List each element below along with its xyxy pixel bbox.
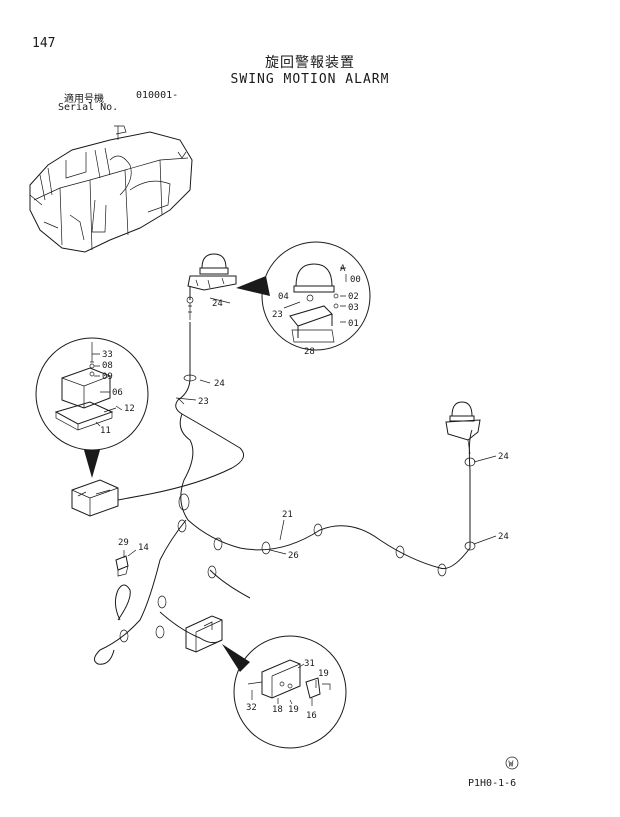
machine-overview-drawing	[29, 125, 193, 253]
alarm-lamp-left	[186, 253, 237, 320]
serial-label-japanese: 適用号機	[64, 94, 104, 105]
callout-09: 09	[102, 372, 113, 382]
callout-24-harness: 24	[214, 379, 225, 389]
callout-19-lower: 19	[288, 705, 299, 715]
callout-labels: 00 A 02 03 01 04 23 28 24 24 23 33 08 09…	[100, 264, 509, 721]
callout-24-lamp-right: 24	[498, 452, 509, 462]
callout-04: 04	[278, 292, 289, 302]
serial-value: 010001-	[136, 90, 179, 101]
callout-32: 32	[246, 703, 257, 713]
switch-bracket	[185, 615, 223, 653]
page-title: SWING MOTION ALARM	[230, 72, 390, 87]
callout-11: 11	[100, 426, 111, 436]
document-code: P1H0-1-6	[468, 778, 517, 789]
page-number: 147	[32, 36, 56, 51]
alarm-lamp-right	[445, 401, 481, 455]
switch-detail-bubble	[222, 635, 347, 749]
callout-33: 33	[102, 350, 113, 360]
callout-23-detail: 23	[272, 310, 283, 320]
buzzer	[115, 555, 129, 577]
callout-12: 12	[124, 404, 135, 414]
callout-26: 26	[288, 551, 299, 561]
serial-label: Serial No.	[58, 102, 119, 113]
callout-24-harness-right: 24	[498, 532, 509, 542]
wire-harness	[94, 322, 476, 665]
leader-lines	[92, 274, 497, 706]
page-title-japanese: 旋回警報装置	[265, 55, 355, 71]
logo-letter: W	[509, 760, 514, 769]
callout-08: 08	[102, 361, 113, 371]
callout-a: A	[340, 264, 346, 274]
callout-31: 31	[304, 659, 315, 669]
callout-23: 23	[198, 397, 209, 407]
callout-03: 03	[348, 303, 359, 313]
lamp-detail-bubble	[236, 241, 371, 351]
controller-detail-bubble	[35, 337, 149, 478]
callout-02: 02	[348, 292, 359, 302]
callout-16: 16	[306, 711, 317, 721]
callout-06: 06	[112, 388, 123, 398]
callout-00: 00	[350, 275, 361, 285]
callout-14: 14	[138, 543, 149, 553]
callout-21: 21	[282, 510, 293, 520]
callout-29: 29	[118, 538, 129, 548]
controller-box	[71, 479, 119, 517]
callout-28: 28	[304, 347, 315, 357]
callout-18: 18	[272, 705, 283, 715]
callout-24-lamp-left: 24	[212, 299, 223, 309]
callout-01: 01	[348, 319, 359, 329]
manufacturer-logo: W	[505, 756, 519, 770]
callout-19: 19	[318, 669, 329, 679]
